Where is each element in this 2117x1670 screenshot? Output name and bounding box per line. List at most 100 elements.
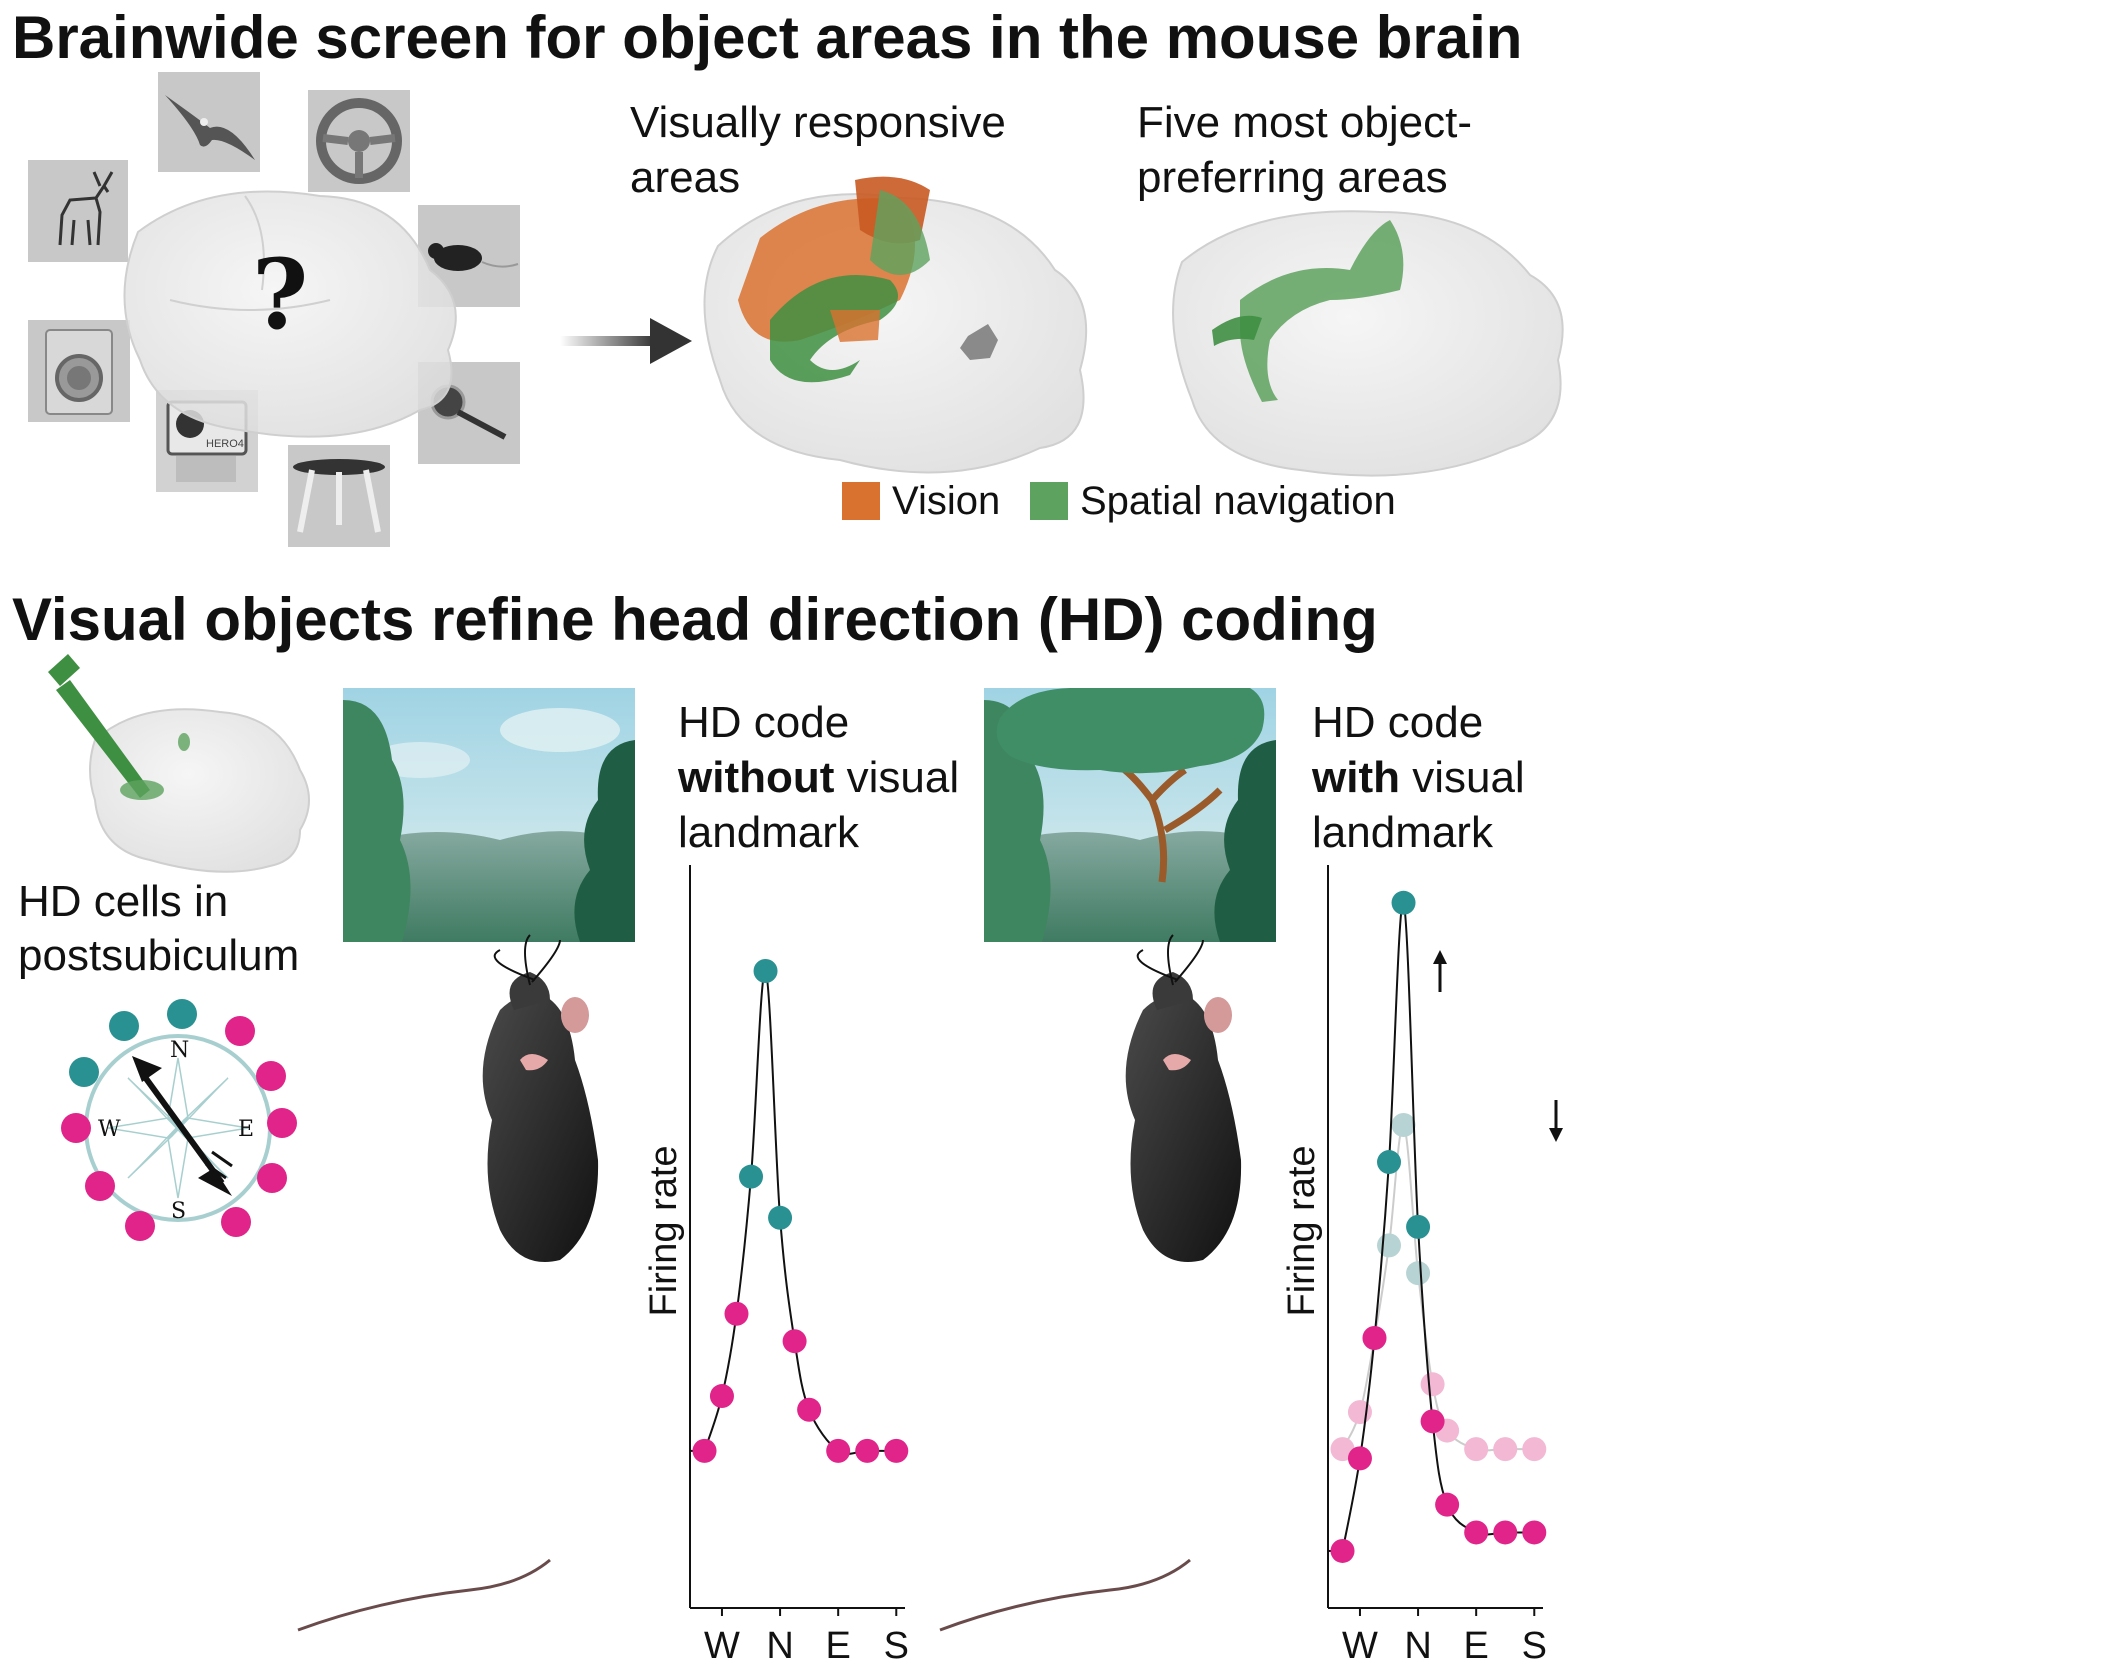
hd-cell-11 (69, 1057, 99, 1087)
compass-w: W (98, 1117, 121, 1142)
deer-image (28, 160, 128, 262)
object-areas-label-line2: preferring areas (1137, 153, 1448, 202)
data-point (753, 958, 778, 983)
data-point (797, 1397, 822, 1422)
without-label-line3: landmark (678, 808, 860, 857)
hd-cells-label-line2: postsubiculum (18, 931, 299, 980)
data-point (1362, 1325, 1387, 1350)
data-point (1406, 1214, 1431, 1239)
visual-areas-label-line2: areas (630, 153, 740, 202)
compass-diagram: N S W E (61, 999, 297, 1241)
data-point (709, 1384, 734, 1409)
data-point (768, 1205, 793, 1230)
hd-cell-3 (225, 1016, 255, 1046)
hd-cell-5 (267, 1108, 297, 1138)
data-point (826, 1438, 851, 1463)
hd-cell-8 (125, 1211, 155, 1241)
hd-cell-9 (85, 1171, 115, 1201)
x-tick-label: E (1463, 1625, 1488, 1667)
without-rest: visual (834, 753, 959, 802)
washing-machine-image (28, 320, 130, 422)
data-point (1464, 1520, 1489, 1545)
x-tick-label: S (884, 1625, 909, 1667)
object-areas-label-line1: Five most object- (1137, 98, 1472, 147)
without-label-line2: without visual (677, 753, 959, 802)
hd-cell-4 (256, 1061, 286, 1091)
data-point (1330, 1538, 1355, 1563)
data-point (692, 1438, 717, 1463)
without-label-line1: HD code (678, 698, 849, 747)
with-label-line2: with visual (1311, 753, 1525, 802)
series-line (1341, 1123, 1535, 1452)
hd-cell-10 (61, 1113, 91, 1143)
data-point (1377, 1233, 1402, 1258)
eagle-image (158, 72, 260, 172)
steering-wheel-image (308, 90, 410, 192)
data-point (739, 1164, 764, 1189)
hd-cell-6 (257, 1163, 287, 1193)
compass-n: N (170, 1038, 189, 1063)
table-image (288, 445, 390, 547)
data-point (1435, 1492, 1460, 1517)
probe-icon (48, 654, 190, 800)
y-axis-label: Firing rate (1281, 1145, 1323, 1316)
arrow-icon (560, 318, 692, 364)
brain-probe (48, 654, 310, 873)
scene-with-landmark (984, 688, 1276, 942)
y-axis-label: Firing rate (643, 1145, 685, 1316)
visual-areas-label-line1: Visually responsive (630, 98, 1006, 147)
legend-label-spatial: Spatial navigation (1080, 479, 1396, 523)
data-point (855, 1438, 880, 1463)
data-point (1420, 1409, 1445, 1434)
data-point (724, 1301, 749, 1326)
brain-object-areas (1172, 210, 1564, 477)
brain-screen: ? (123, 190, 457, 438)
series-line (703, 969, 897, 1455)
tree-landmark-icon (996, 688, 1265, 883)
camera-label: HERO4 (206, 438, 244, 450)
data-point (1347, 1400, 1372, 1425)
without-bold: without (677, 753, 835, 802)
scene-without-landmark (343, 688, 635, 942)
with-label-line3: landmark (1312, 808, 1494, 857)
hd-cell-2 (167, 999, 197, 1029)
x-tick-label: W (1342, 1625, 1378, 1667)
data-point (782, 1329, 807, 1354)
data-point (1493, 1437, 1518, 1462)
x-tick-label: W (704, 1625, 740, 1667)
heading-arrow-icon (132, 1056, 233, 1196)
compass-s: S (171, 1199, 186, 1224)
data-point (1377, 1150, 1402, 1175)
data-point (1464, 1437, 1489, 1462)
bottom-heading: Visual objects refine head direction (HD… (12, 586, 1378, 653)
compass-rose-icon (107, 1057, 249, 1199)
data-point (1522, 1520, 1547, 1545)
up-arrow-icon (1433, 950, 1447, 992)
data-point (1347, 1446, 1372, 1471)
data-point (1391, 1113, 1416, 1138)
hd-cell-7 (221, 1207, 251, 1237)
legend-swatch-spatial (1030, 482, 1068, 520)
mouse-illustration-2 (939, 934, 1242, 1632)
top-heading: Brainwide screen for object areas in the… (12, 4, 1522, 71)
with-label-line1: HD code (1312, 698, 1483, 747)
data-point (884, 1438, 909, 1463)
with-bold: with (1311, 753, 1400, 802)
down-arrow-icon (1549, 1100, 1563, 1142)
data-point (1493, 1520, 1518, 1545)
data-point (1391, 890, 1416, 915)
hd-cell-1 (109, 1011, 139, 1041)
x-tick-label: N (766, 1625, 793, 1667)
legend-label-vision: Vision (892, 479, 1000, 523)
legend-swatch-vision (842, 482, 880, 520)
data-point (1522, 1437, 1547, 1462)
data-point (1406, 1261, 1431, 1286)
data-point (1420, 1372, 1445, 1397)
stimulus-images: HERO4 (28, 72, 520, 547)
x-tick-label: E (825, 1625, 850, 1667)
x-tick-label: S (1522, 1625, 1547, 1667)
brain-visual-areas (703, 176, 1088, 474)
